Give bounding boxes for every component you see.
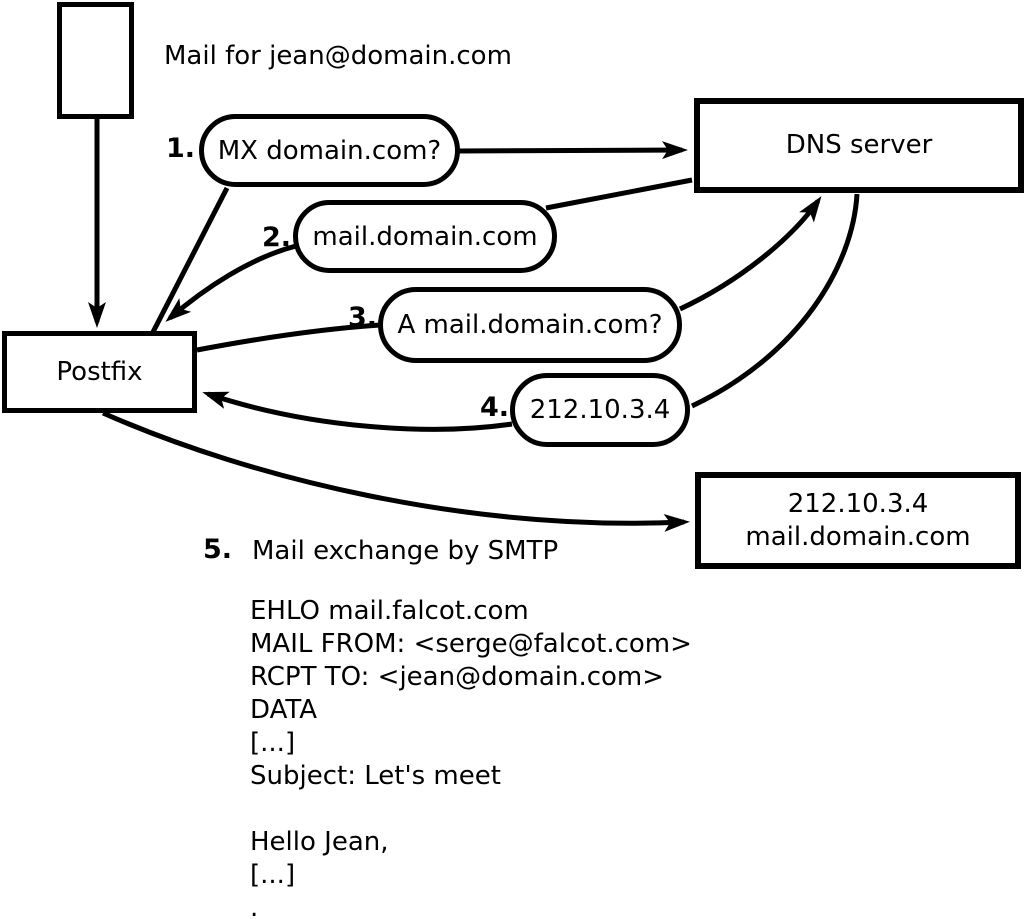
step-1-label: MX domain.com? (217, 135, 442, 166)
step-1-pill: MX domain.com? (199, 114, 460, 187)
smtp-line: Hello Jean, (250, 827, 389, 857)
smtp-line: [...] (250, 860, 296, 890)
line-postfix-to-query1 (149, 186, 230, 336)
step-1-number: 1. (165, 133, 195, 164)
step-5-number: 5. (202, 534, 232, 565)
postfix-node: Postfix (2, 331, 197, 413)
smtp-line: RCPT TO: <jean@domain.com> (250, 662, 665, 692)
step-3-number: 3. (347, 302, 377, 333)
line-dns-to-response4 (690, 193, 860, 409)
dns-server-node: DNS server (694, 98, 1024, 193)
arrow-query1-to-dns (455, 141, 688, 160)
step-4-number: 4. (479, 392, 509, 423)
step-2-number: 2. (261, 222, 291, 253)
dns-server-label: DNS server (785, 130, 933, 160)
mail-server-ip: 212.10.3.4 (787, 488, 929, 519)
smtp-line: EHLO mail.falcot.com (250, 596, 529, 626)
smtp-line: DATA (250, 695, 317, 725)
mail-server-node: 212.10.3.4 mail.domain.com (695, 472, 1021, 569)
smtp-line: Subject: Let's meet (250, 761, 501, 791)
postfix-label: Postfix (56, 356, 143, 387)
step-2-label: mail.domain.com (312, 221, 538, 252)
step-4-pill: 212.10.3.4 (510, 373, 690, 447)
mail-server-hostname: mail.domain.com (745, 521, 971, 552)
smtp-line (250, 793, 692, 826)
step-3-pill: A mail.domain.com? (378, 287, 682, 363)
arrow-query3-to-dns (678, 196, 822, 312)
smtp-line: . (250, 893, 259, 919)
mail-title: Mail for jean@domain.com (164, 41, 512, 71)
line-dns-to-response2 (545, 177, 693, 211)
arrow-response2-to-postfix (165, 243, 297, 322)
smtp-line: [...] (250, 728, 296, 758)
step-2-pill: mail.domain.com (293, 200, 557, 273)
line-postfix-to-query3 (196, 322, 381, 353)
envelope-icon (57, 2, 134, 119)
step-3-label: A mail.domain.com? (397, 310, 663, 340)
smtp-transcript: EHLO mail.falcot.com MAIL FROM: <serge@f… (250, 595, 692, 919)
smtp-line: MAIL FROM: <serge@falcot.com> (250, 629, 692, 659)
step-5-label: Mail exchange by SMTP (252, 536, 559, 566)
step-4-label: 212.10.3.4 (529, 395, 671, 425)
arrow-smtp-to-mailserver (101, 410, 690, 532)
arrow-response4-to-postfix (202, 391, 513, 432)
